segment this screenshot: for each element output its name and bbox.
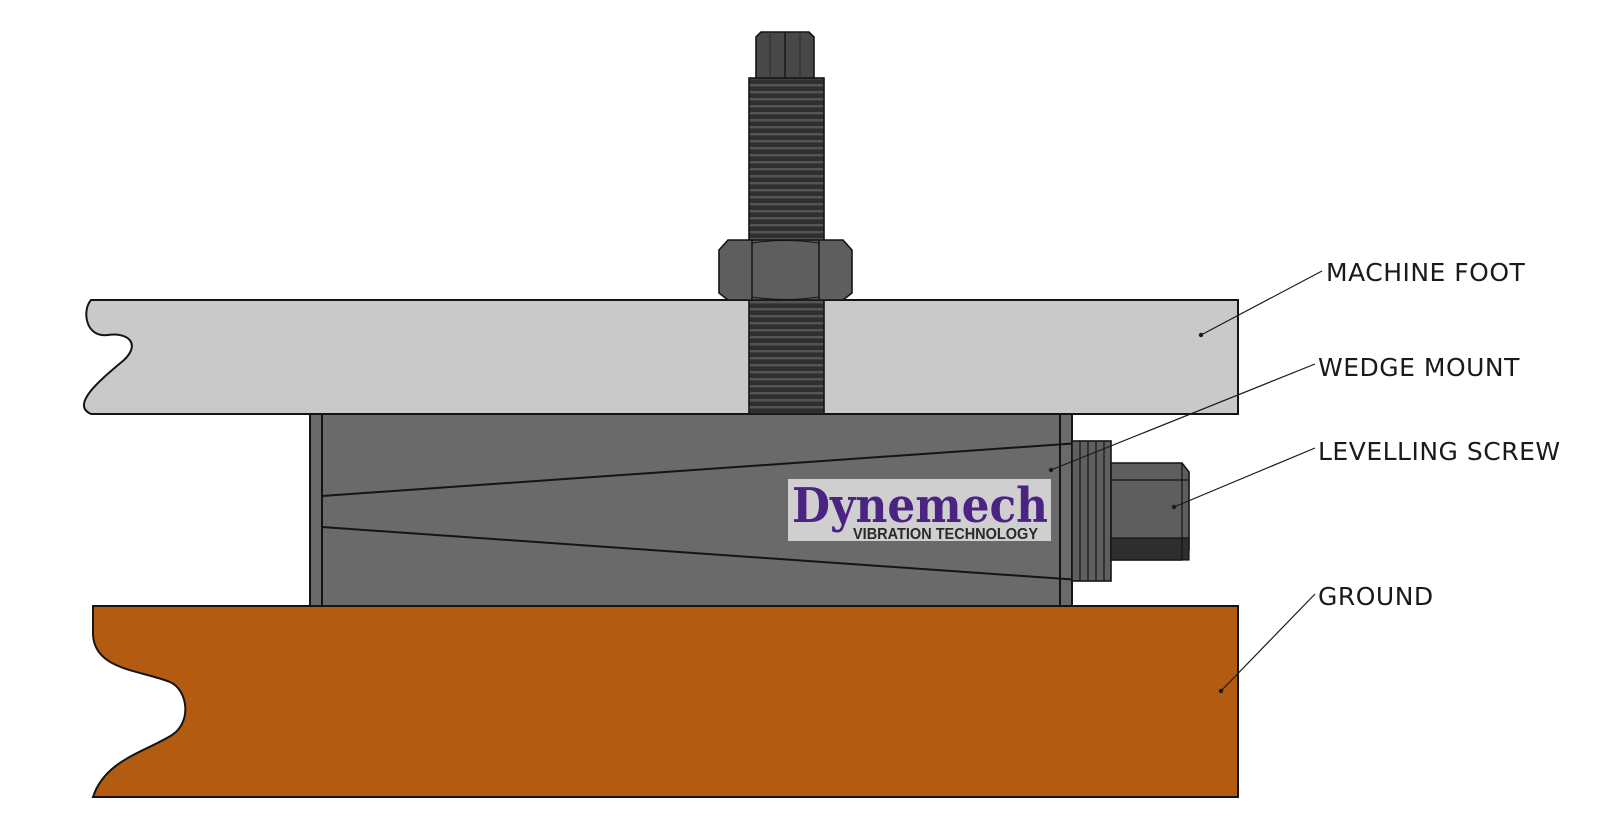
- logo-brand: Dynemech: [792, 478, 1048, 534]
- label-levelling-screw: LEVELLING SCREW: [1318, 437, 1561, 466]
- machine-foot: [83, 299, 1239, 415]
- leader-ground: [1220, 593, 1316, 692]
- logo-background: [788, 479, 1051, 541]
- hex-nut: [718, 239, 853, 301]
- dynemech-logo: Dynemech VIBRATION TECHNOLOGY: [788, 478, 1051, 543]
- leader-wedge-mount: [1050, 363, 1316, 471]
- label-wedge-mount: WEDGE MOUNT: [1318, 353, 1520, 382]
- leader-machine-foot: [1200, 270, 1323, 336]
- logo-tagline: VIBRATION TECHNOLOGY: [853, 526, 1039, 543]
- label-ground: GROUND: [1318, 582, 1434, 611]
- leader-lines: [1048, 270, 1323, 694]
- leader-levelling-screw: [1173, 447, 1316, 508]
- levelling-screw: [1071, 440, 1190, 582]
- levelling-screw-washer: [1071, 440, 1112, 582]
- anchor-bolt: [748, 31, 825, 415]
- label-machine-foot: MACHINE FOOT: [1326, 258, 1526, 287]
- wedge-upper-line: [321, 442, 1081, 497]
- hex-nut-body: [718, 239, 853, 301]
- ground-block: [91, 605, 1239, 798]
- wedge-lower-line: [321, 526, 1081, 581]
